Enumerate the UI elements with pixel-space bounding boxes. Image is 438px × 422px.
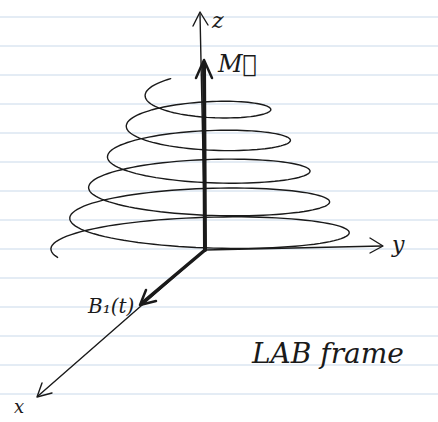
z-arrowhead — [193, 12, 208, 26]
b1-vector — [142, 250, 205, 303]
axis-label: y — [392, 234, 404, 256]
x-arrowhead — [37, 383, 52, 397]
ruled-line — [0, 394, 438, 395]
vector-label: M⃗ — [218, 52, 257, 76]
x-axis — [38, 250, 205, 396]
z-axis — [200, 14, 205, 250]
ruled-line — [0, 46, 438, 47]
ruled-line — [0, 162, 438, 163]
precession-spiral — [51, 79, 349, 258]
axis-label: z — [212, 10, 224, 32]
y-axis — [205, 246, 382, 250]
magnetization-arrowhead — [196, 60, 212, 78]
ruled-line — [0, 104, 438, 105]
ruled-line — [0, 336, 438, 337]
y-arrowhead — [370, 238, 383, 253]
magnetization-vector — [204, 64, 205, 250]
frame-label: LAB frame — [252, 340, 404, 368]
ruled-lines — [0, 17, 438, 394]
vector-label: B₁(t) — [88, 296, 134, 316]
ruled-line — [0, 133, 438, 134]
ruled-line — [0, 191, 438, 192]
ruled-line — [0, 220, 438, 221]
ruled-line — [0, 278, 438, 279]
axis-label: x — [14, 398, 24, 416]
b1-arrowhead — [140, 290, 156, 305]
ruled-line — [0, 307, 438, 308]
